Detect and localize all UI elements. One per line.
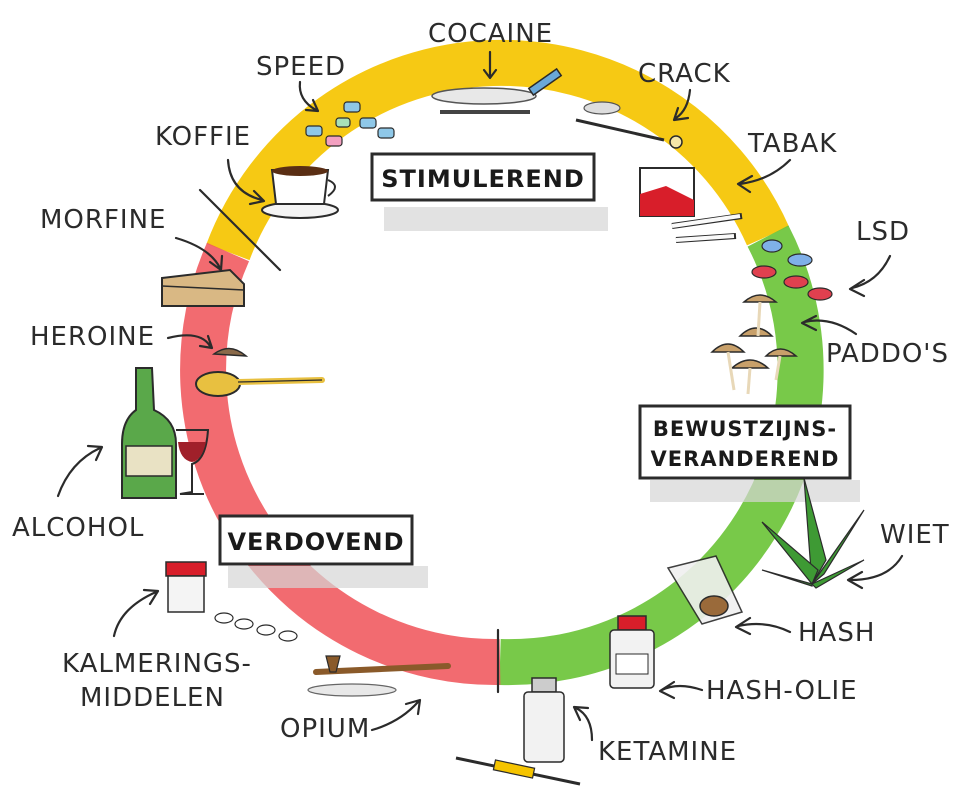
arrow-opium: [372, 700, 420, 730]
label-wiet: WIET: [880, 520, 950, 550]
label-lsd: LSD: [856, 217, 910, 247]
ring-segment-depressant: [203, 252, 500, 662]
label-cocaine: COCAINE: [428, 19, 553, 49]
arrow-lsd: [850, 256, 890, 296]
label-koffie: KOFFIE: [155, 122, 251, 152]
category-box-depressant: VERDOVEND: [220, 516, 428, 588]
label-hash-olie: HASH-OLIE: [706, 676, 858, 706]
arrow-ketamine: [574, 707, 592, 740]
label-paddos: PADDO'S: [826, 339, 949, 369]
label-ketamine: KETAMINE: [598, 737, 737, 767]
morphine-box-icon: [162, 270, 244, 306]
category-label-consciousness-line1: BEWUSTZIJNS-: [653, 417, 837, 441]
category-label-depressant: VERDOVEND: [227, 528, 404, 556]
label-hash: HASH: [798, 618, 875, 648]
category-label-stimulating: STIMULEREND: [381, 165, 585, 193]
arrow-hash-olie: [660, 682, 702, 698]
label-alcohol: ALCOHOL: [12, 513, 144, 543]
label-kalmerings-line1: KALMERINGS-: [62, 649, 252, 679]
ketamine-vial-syringe-icon: [456, 678, 580, 784]
category-label-consciousness-line2: VERANDEREND: [651, 447, 840, 471]
label-morfine: MORFINE: [40, 205, 166, 235]
arrow-hash: [736, 618, 790, 634]
label-crack: CRACK: [638, 59, 731, 89]
arrow-kalmerings: [114, 590, 158, 636]
category-box-consciousness: BEWUSTZIJNS- VERANDEREND: [640, 406, 860, 502]
label-opium: OPIUM: [280, 714, 370, 744]
category-box-stimulating: STIMULEREND: [372, 154, 608, 231]
label-tabak: TABAK: [747, 129, 837, 159]
arrow-alcohol: [58, 446, 102, 496]
label-heroine: HEROINE: [30, 322, 155, 352]
label-speed: SPEED: [256, 52, 346, 82]
label-kalmerings-line2: MIDDELEN: [80, 683, 225, 713]
arrow-wiet: [848, 556, 902, 588]
